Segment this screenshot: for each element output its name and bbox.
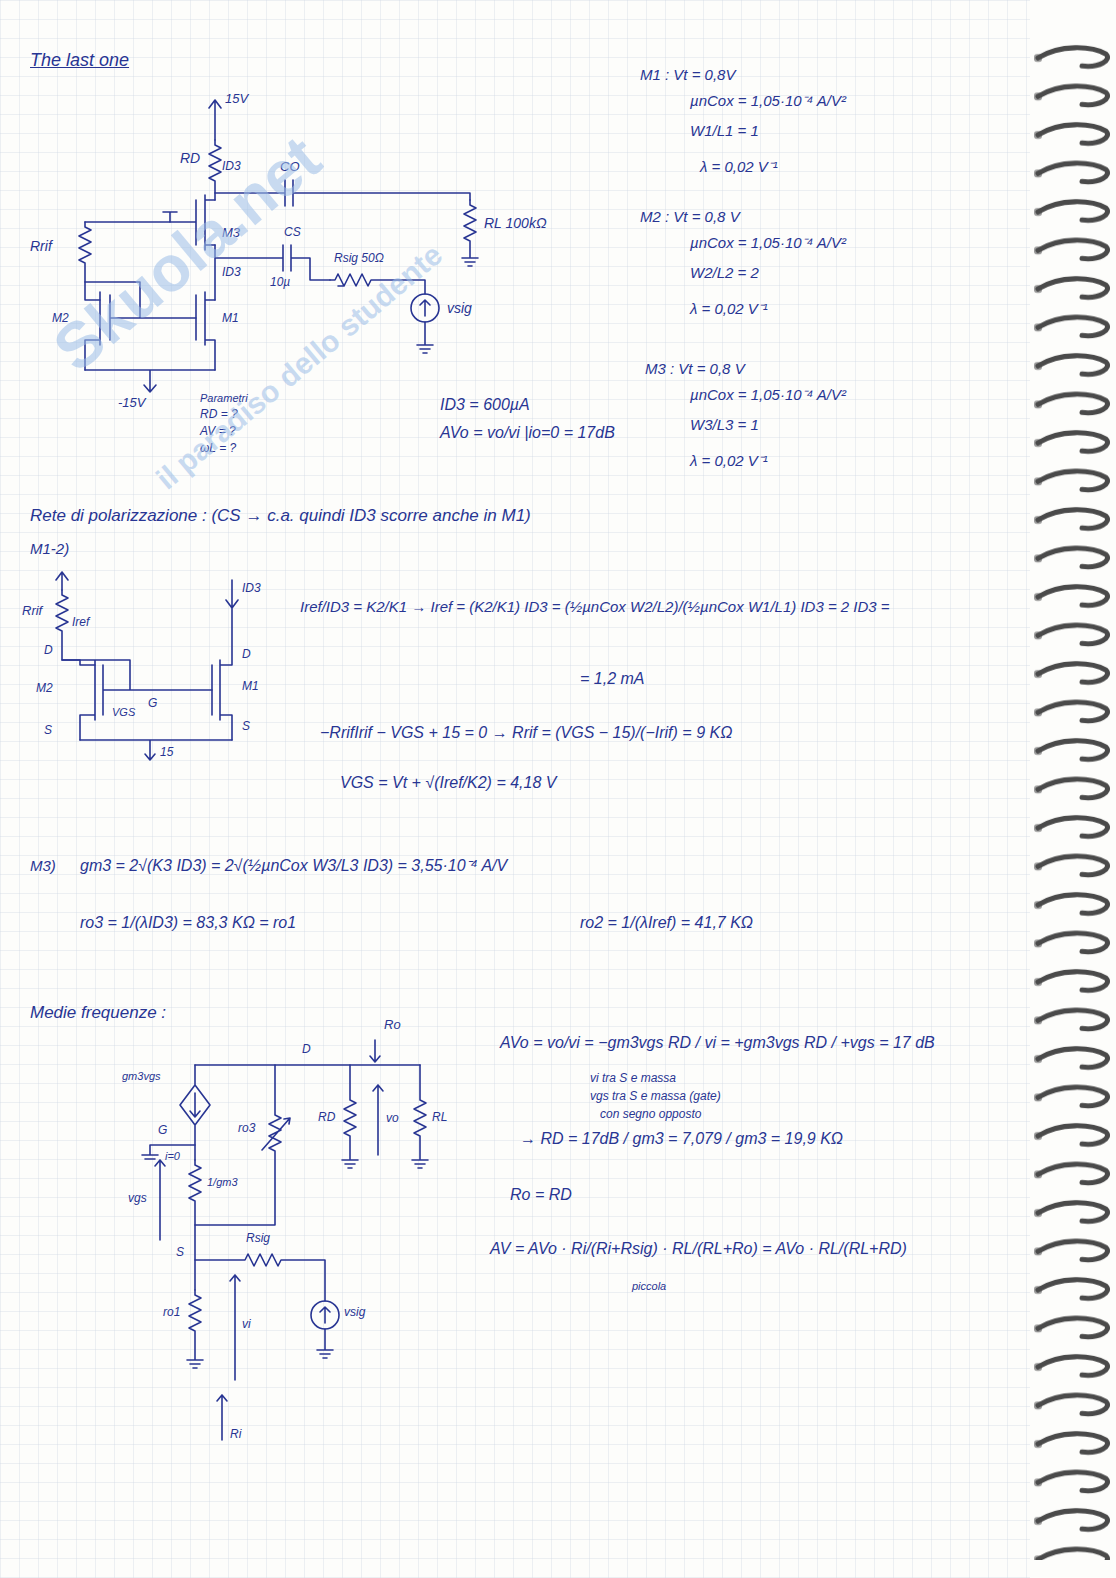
parameter: λ = 0,02 V⁻¹ [690, 300, 768, 317]
transistor-label: M1 [242, 680, 259, 694]
parameter: W1/L1 = 1 [690, 122, 759, 139]
source-label: vsig [447, 300, 472, 316]
parameter: M3 : Vt = 0,8 V [645, 360, 745, 377]
equation: ID3 = 600µA [440, 396, 530, 414]
section-heading: Medie frequenze : [30, 1003, 166, 1023]
resistor-label: Rrif [30, 238, 52, 254]
current-label: Iref [72, 616, 89, 630]
small-signal-schematic [142, 1040, 428, 1440]
bias-schematic [56, 572, 238, 760]
section-heading: M3) [30, 857, 56, 874]
source-label: gm3vgs [122, 1070, 161, 1083]
transistor-label: M1 [222, 312, 239, 326]
resistor-label: Rsig 50Ω [334, 252, 384, 266]
voltage-label: VGS [112, 706, 135, 719]
equation: VGS = Vt + √(Iref/K2) = 4,18 V [340, 774, 556, 792]
resistor-label: Rsig [246, 1232, 270, 1246]
resistor-label: ro3 [238, 1122, 255, 1136]
section-heading: M1-2) [30, 540, 69, 557]
capacitor-label: CS [284, 226, 301, 240]
equation: gm3 = 2√(K3 ID3) = 2√(½µnCox W3/L3 ID3) … [80, 857, 507, 875]
source-label: vsig [344, 1306, 365, 1320]
node-label: G [158, 1124, 167, 1138]
parameter: W2/L2 = 2 [690, 264, 759, 281]
equation: Iref/ID3 = K2/K1 → Iref = (K2/K1) ID3 = … [300, 598, 890, 615]
node-label: S [176, 1246, 184, 1260]
voltage-label: vi [242, 1318, 251, 1332]
node-label: D [242, 648, 251, 662]
note: vi tra S e massa [590, 1072, 676, 1086]
equation: = 1,2 mA [580, 670, 644, 688]
resistor-label: RD [180, 150, 200, 166]
equation: ro3 = 1/(λID3) = 83,3 KΩ = ro1 [80, 914, 296, 932]
resistor-label: RL 100kΩ [484, 215, 547, 231]
resistor-label: 1/gm3 [207, 1176, 238, 1189]
parameter: M2 : Vt = 0,8 V [640, 208, 740, 225]
spiral-binding [1030, 40, 1116, 1560]
resistance-label: Ri [230, 1428, 241, 1442]
voltage-label: vo [386, 1112, 399, 1126]
parameter: µnCox = 1,05·10⁻⁴ A/V² [690, 386, 846, 403]
equation: −RrifIrif − VGS + 15 = 0 → Rrif = (VGS −… [320, 724, 732, 742]
equation: → RD = 17dB / gm3 = 7,079 / gm3 = 19,9 K… [520, 1130, 843, 1148]
equation: AVo = vo/vi |io=0 = 17dB [440, 424, 615, 442]
equation: AVo = vo/vi = −gm3vgs RD / vi = +gm3vgs … [500, 1034, 935, 1052]
node-label: D [302, 1043, 311, 1057]
current-label: i=0 [165, 1150, 180, 1163]
node-label: D [44, 644, 53, 658]
equation: AV = AVo · Ri/(Ri+Rsig) · RL/(RL+Ro) = A… [490, 1240, 907, 1258]
supply-label: 15 [160, 746, 173, 760]
grid-paper [0, 0, 1030, 1578]
node-label: S [44, 724, 52, 738]
section-heading: Rete di polarizzazione : (CS → c.a. quin… [30, 506, 531, 526]
equation: Ro = RD [510, 1186, 572, 1204]
node-label: G [148, 697, 157, 711]
parameter: W3/L3 = 1 [690, 416, 759, 433]
note: piccola [632, 1280, 666, 1293]
equation: ro2 = 1/(λIref) = 41,7 KΩ [580, 914, 753, 932]
supply-label: 15V [225, 92, 248, 107]
supply-label: -15V [118, 396, 145, 411]
parameter: λ = 0,02 V⁻¹ [690, 452, 768, 469]
resistor-label: ro1 [163, 1306, 180, 1320]
parameter: µnCox = 1,05·10⁻⁴ A/V² [690, 92, 846, 109]
capacitor-label: 10µ [270, 276, 290, 290]
note: con segno opposto [600, 1108, 701, 1122]
voltage-label: vgs [128, 1192, 147, 1206]
note: vgs tra S e massa (gate) [590, 1090, 721, 1104]
resistor-label: RD [318, 1111, 335, 1125]
parameter: µnCox = 1,05·10⁻⁴ A/V² [690, 234, 846, 251]
resistor-label: Rrif [22, 604, 42, 619]
resistance-label: Ro [384, 1018, 401, 1033]
node-label: S [242, 720, 250, 734]
page-title: The last one [30, 50, 129, 71]
resistor-label: RL [432, 1111, 447, 1125]
transistor-label: M2 [36, 682, 53, 696]
parameter: M1 : Vt = 0,8V [640, 66, 735, 83]
current-label: ID3 [242, 582, 261, 596]
parameter: λ = 0,02 V⁻¹ [700, 158, 778, 175]
